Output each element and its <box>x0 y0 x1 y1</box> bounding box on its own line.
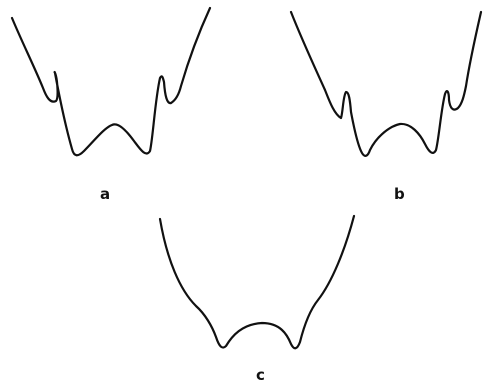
panel-b-outline <box>289 10 483 157</box>
panel-label-b: b <box>394 185 405 203</box>
panel-label-c: c <box>256 366 265 384</box>
panel-label-a: a <box>100 185 111 203</box>
panel-c-outline <box>158 214 356 350</box>
panel-b-drawing <box>289 10 483 157</box>
panel-a-outline <box>10 6 212 157</box>
panel-c-drawing <box>158 214 356 350</box>
panel-a-drawing <box>10 6 212 157</box>
